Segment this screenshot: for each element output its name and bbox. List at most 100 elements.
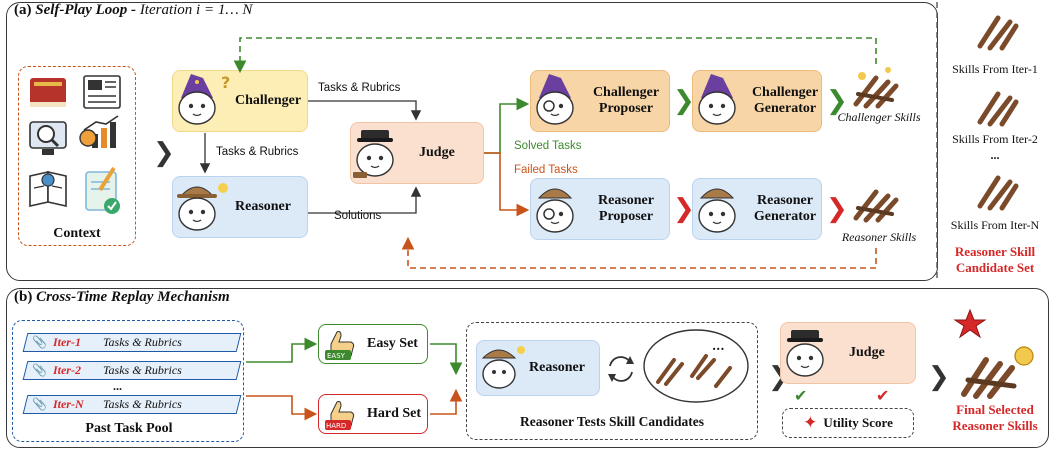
pool-ellipsis: ...: [113, 379, 122, 393]
panel-a-title-text: Self-Play Loop -: [35, 2, 140, 18]
hard-set-label: Hard Set: [367, 406, 422, 421]
candidate-iterN-label: Skills From Iter-N: [950, 218, 1040, 232]
edge-challenger-judge: [308, 100, 422, 121]
reasoner-label: Reasoner: [235, 199, 291, 214]
candidate-iter2-label: Skills From Iter-2: [952, 132, 1038, 146]
chart-icon: [79, 115, 119, 148]
candidate-set-title: Reasoner Skill Candidate Set: [954, 244, 1036, 275]
panel-b-tag: (b): [14, 289, 33, 305]
challenger-proposer-box: Challenger Proposer: [530, 70, 670, 132]
open-book-icon: [29, 171, 67, 207]
easy-badge: EASY: [327, 352, 346, 360]
check-red-icon: ✔: [876, 386, 890, 405]
context-icons: [29, 75, 121, 214]
edge-hard-tests: [430, 388, 463, 415]
panel-cross-time-replay: [6, 288, 1049, 448]
panel-a-tag: (a): [14, 2, 32, 18]
reasoner-skills-tools-icon: [853, 189, 899, 223]
candidate-iter1-label: Skills From Iter-1: [952, 62, 1038, 76]
skill-candidates-cluster-icon: ...: [643, 329, 749, 403]
newspaper-icon: [83, 75, 121, 109]
iter2-skills-tools-icon: [977, 91, 1019, 127]
edge-reasoner-feedback: [401, 236, 877, 269]
challenger-proposer-llama-icon: [536, 74, 574, 125]
book-icon: [30, 78, 66, 107]
edge-pool-easy: [246, 337, 318, 363]
challenger-box: ? Challenger: [172, 70, 308, 132]
monitor-search-icon: [29, 121, 67, 155]
challenger-generator-llama-icon: [698, 74, 736, 125]
panel-b-title: (b) Cross-Time Replay Mechanism: [14, 289, 230, 306]
test-reasoner-llama-icon: [481, 346, 525, 389]
past-task-pool-label: Past Task Pool: [85, 421, 173, 436]
panel-b-title-text: Cross-Time Replay Mechanism: [36, 289, 230, 305]
test-judge-label: Judge: [849, 345, 885, 360]
check-green-icon: ✔: [794, 386, 808, 405]
challenger-generator-label: Challenger Generator: [751, 85, 819, 116]
chevron-right-icon: ❯: [673, 194, 695, 224]
hard-badge: HARD: [326, 422, 346, 430]
edge-pool-hard: [246, 395, 318, 421]
final-skills-icon: [953, 308, 1034, 399]
judge-label: Judge: [419, 145, 455, 160]
test-reasoner-box: Reasoner: [476, 340, 600, 396]
reasoner-tests-label: Reasoner Tests Skill Candidates: [520, 414, 704, 429]
hard-set-box: HARD Hard Set: [318, 394, 428, 434]
edge-label-failed-tasks: Failed Tasks: [514, 164, 578, 176]
edge-label-solved-tasks: Solved Tasks: [514, 140, 582, 152]
candidate-ellipsis: ...: [990, 148, 1000, 162]
chevron-right-icon: ❯: [928, 362, 950, 392]
edge-label-solutions: Solutions: [334, 210, 382, 222]
easy-set-box: EASY Easy Set: [318, 324, 428, 364]
past-task-pool-box: 📎 Iter-1 Tasks & Rubrics 📎 Iter-2 Tasks …: [12, 320, 244, 442]
challenger-label: Challenger: [235, 93, 302, 108]
chevron-right-icon: ❯: [153, 138, 175, 168]
reasoner-tests-box: [466, 322, 758, 440]
panel-a-title: (a) Self-Play Loop - Iteration i = 1… N: [14, 2, 252, 19]
reasoner-proposer-label: Reasoner Proposer: [598, 193, 654, 224]
svg-text:?: ?: [221, 73, 230, 92]
easy-set-label: Easy Set: [367, 336, 418, 351]
challenger-proposer-label: Challenger Proposer: [592, 85, 660, 116]
edge-easy-tests: [430, 343, 463, 376]
reasoner-skills-label: Reasoner Skills: [841, 230, 917, 244]
chevron-right-icon: ❯: [826, 194, 848, 224]
reasoner-generator-box: Reasoner Generator: [692, 178, 822, 240]
context-box: [18, 66, 136, 246]
test-judge-box: Judge: [780, 322, 916, 384]
cluster-ellipsis: ...: [712, 339, 725, 353]
reasoner-proposer-box: Reasoner Proposer: [530, 178, 670, 240]
challenger-llama-icon: ?: [178, 73, 230, 125]
edge-judge-failed: [484, 152, 530, 217]
judge-llama-icon: [353, 130, 394, 178]
checked-document-icon: [85, 166, 120, 214]
edge-label-tasks-rubrics-2: Tasks & Rubrics: [216, 146, 299, 158]
thumbs-up-icon: EASY: [325, 331, 355, 360]
iterN-skills-tools-icon: [977, 175, 1019, 211]
final-skills-label: Final Selected Reasoner Skills: [952, 402, 1038, 433]
reasoner-box: Reasoner: [172, 176, 308, 238]
chevron-right-icon: ❯: [826, 86, 848, 116]
iter1-skills-tools-icon: [977, 15, 1019, 51]
edge-label-tasks-rubrics-1: Tasks & Rubrics: [318, 82, 401, 94]
cycle-arrows-icon: [608, 356, 634, 382]
edge-reasoner-judge: [308, 186, 422, 214]
thumbs-up-icon: HARD: [325, 401, 355, 430]
test-judge-llama-icon: [786, 330, 824, 377]
utility-score-box: ✦ Utility Score: [782, 408, 914, 438]
challenger-skills-label: Challenger Skills: [837, 110, 921, 124]
panel-self-play-loop: [6, 2, 938, 281]
reasoner-generator-llama-icon: [698, 188, 736, 233]
edge-challenger-feedback: [233, 37, 877, 74]
context-label: Context: [53, 226, 101, 241]
judge-box: Judge: [350, 122, 484, 184]
panel-a-subtitle: Iteration i = 1… N: [139, 2, 253, 18]
sparkle-icon: ✦: [803, 413, 818, 433]
reasoner-generator-label: Reasoner Generator: [753, 193, 817, 224]
reasoner-proposer-llama-icon: [536, 188, 574, 233]
chevron-right-icon: ❯: [673, 86, 695, 116]
utility-score-label: Utility Score: [823, 415, 893, 430]
